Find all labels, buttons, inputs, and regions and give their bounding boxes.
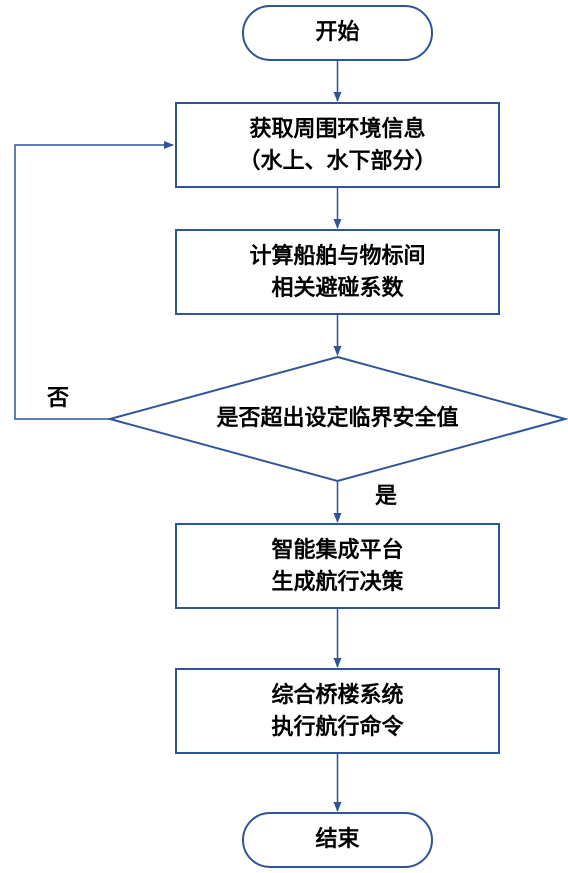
step-generate-navigation-decision: 智能集成平台 生成航行决策 (175, 523, 500, 609)
decision-threshold-exceeded: 是否超出设定临界安全值 (106, 355, 568, 483)
step4-line1: 综合桥楼系统 (271, 682, 403, 708)
step3-line2: 生成航行决策 (271, 569, 404, 595)
step-get-environment-info: 获取周围环境信息 （水上、水下部分） (175, 102, 500, 188)
connector-no-loop-back (14, 141, 174, 420)
step2-line1: 计算船舶与物标间 (249, 243, 425, 269)
step2-line2: 相关避碰系数 (271, 275, 404, 301)
step-execute-navigation-command: 综合桥楼系统 执行航行命令 (175, 668, 500, 754)
step-calculate-collision-coefficient: 计算船舶与物标间 相关避碰系数 (175, 229, 500, 315)
step1-line1: 获取周围环境信息 (249, 116, 425, 142)
yes-branch-label: 是 (375, 484, 397, 509)
decision-label: 是否超出设定临界安全值 (216, 405, 458, 431)
no-branch-label: 否 (46, 386, 69, 411)
step3-line1: 智能集成平台 (271, 537, 403, 563)
end-node: 结束 (242, 812, 433, 868)
step1-line2: （水上、水下部分） (238, 148, 436, 174)
end-label: 结束 (315, 826, 360, 852)
start-label: 开始 (315, 19, 359, 45)
step4-line2: 执行航行命令 (271, 714, 404, 740)
start-node: 开始 (242, 5, 433, 61)
